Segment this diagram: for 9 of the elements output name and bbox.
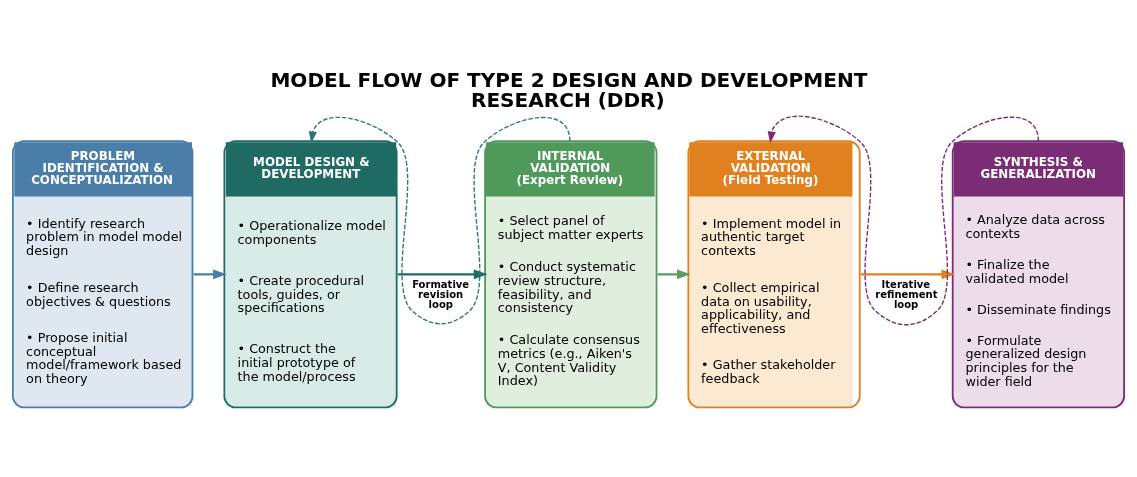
arrow [193, 269, 227, 280]
arrow [860, 269, 956, 280]
edge-label: Formative revision loop [412, 278, 470, 310]
diagram-title: MODEL FLOW OF TYPE 2 DESIGN AND DEVELOPMENT RESEARCH (DDR) [270, 68, 868, 113]
arrow [767, 115, 1040, 326]
arrow [308, 116, 571, 325]
arrow [657, 269, 691, 280]
edge-label: Iterative refinement loop [875, 278, 938, 310]
arrow [397, 269, 488, 280]
